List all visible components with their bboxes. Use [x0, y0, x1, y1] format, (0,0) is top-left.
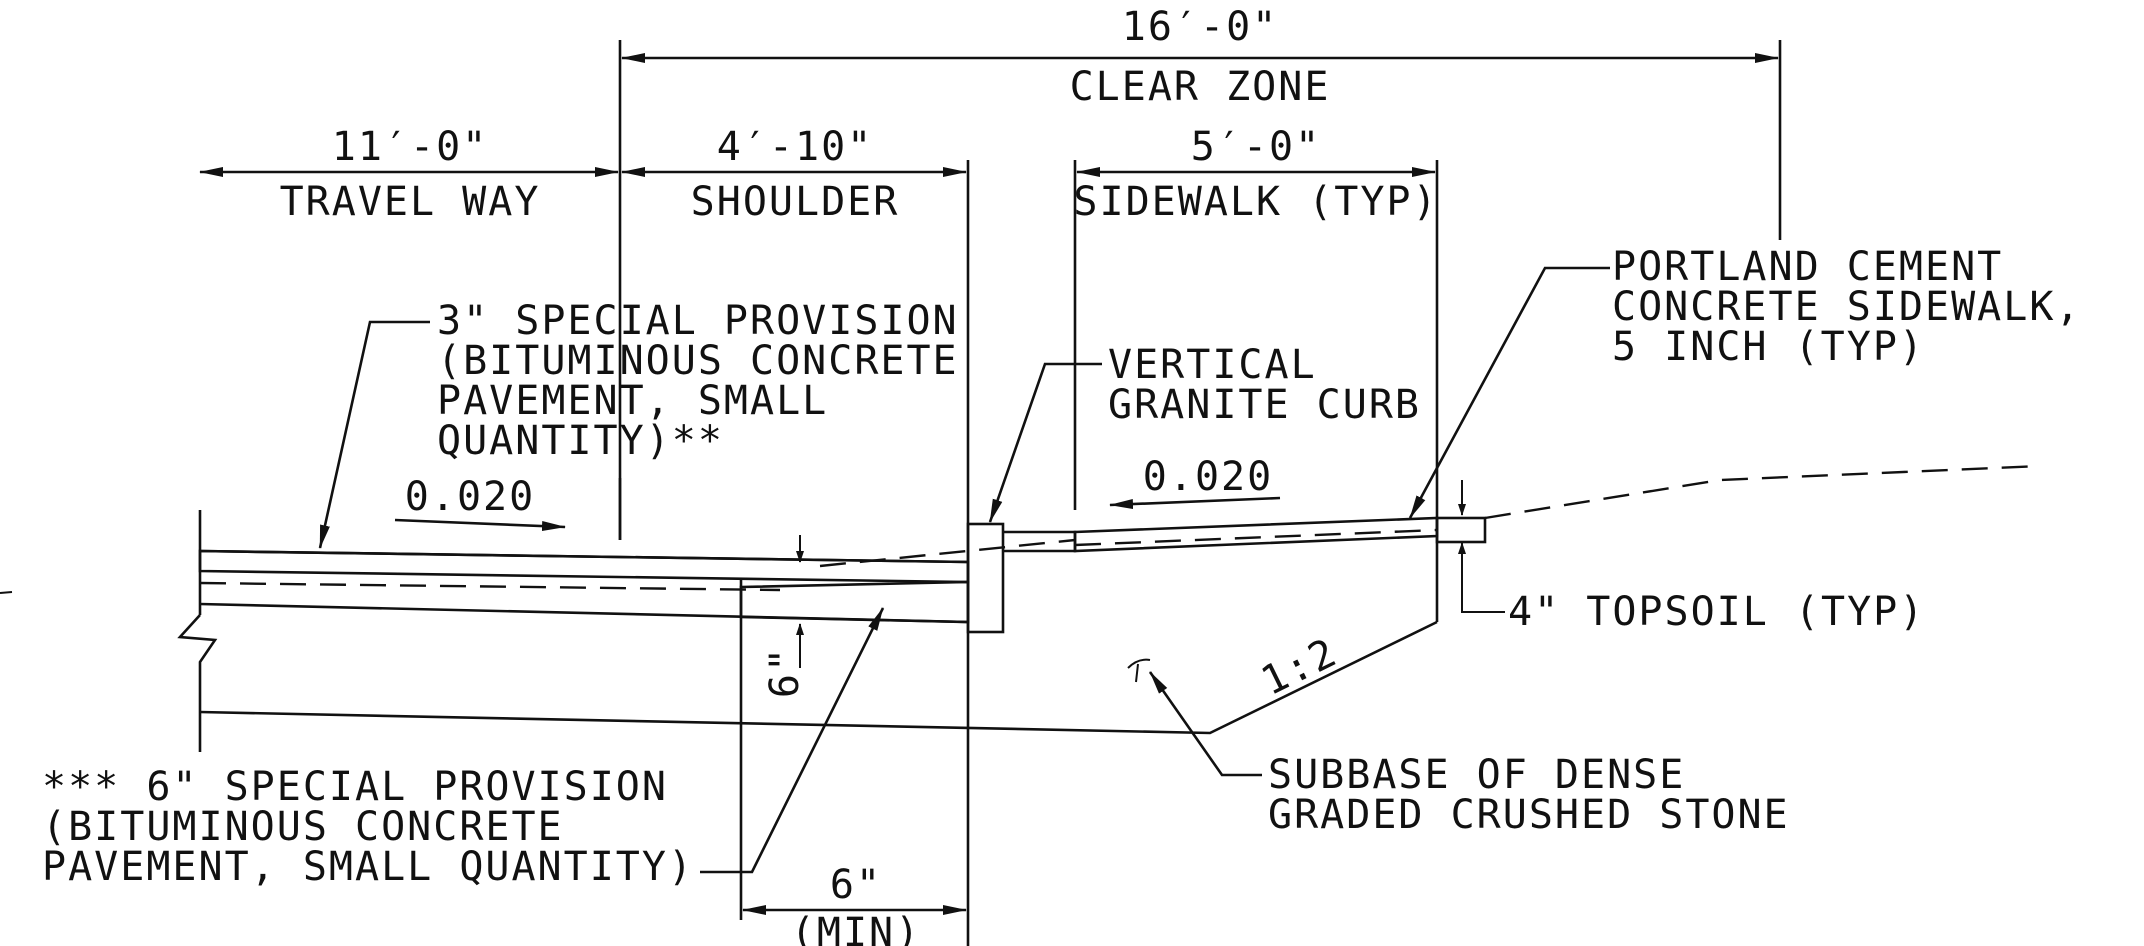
- pavement-slope-value: 0.020: [405, 474, 535, 520]
- curb-line-1: VERTICAL: [1108, 342, 1317, 388]
- pavement-section: [0, 510, 1438, 752]
- subbase-line-2: GRADED CRUSHED STONE: [1268, 792, 1790, 838]
- dimension-clear-zone: 16′-0" CLEAR ZONE: [618, 4, 1782, 540]
- callout-3in-pavement: 3" SPECIAL PROVISION (BITUMINOUS CONCRET…: [318, 298, 985, 549]
- subbase-slope-value: 1:2: [1254, 629, 1344, 705]
- subbase-slope: 1:2: [1254, 629, 1344, 705]
- sidewalk-slope-value: 0.020: [1143, 454, 1273, 500]
- min-width-value: 6": [830, 862, 882, 908]
- callout-topsoil: 4" TOPSOIL (TYP): [1458, 480, 1925, 635]
- callout-subbase: SUBBASE OF DENSE GRADED CRUSHED STONE: [1127, 658, 1790, 838]
- shoulder-label: SHOULDER: [691, 179, 900, 225]
- dimension-travel-way: 11′-0" TRAVEL WAY: [199, 124, 619, 225]
- callout-sidewalk-concrete: PORTLAND CEMENT CONCRETE SIDEWALK, 5 INC…: [1408, 244, 2108, 519]
- dimension-sidewalk: 5′-0" SIDEWALK (TYP): [1073, 124, 1439, 622]
- shoulder-value: 4′-10": [717, 124, 874, 170]
- pavement-3in-line-1: 3" SPECIAL PROVISION: [437, 298, 959, 344]
- dimension-min-width: 6" (MIN): [739, 580, 967, 946]
- curb-line-2: GRANITE CURB: [1108, 382, 1421, 428]
- sidewalk-label: SIDEWALK (TYP): [1073, 179, 1438, 225]
- topsoil-label: 4" TOPSOIL (TYP): [1508, 589, 1925, 635]
- concrete-sidewalk: [819, 464, 2041, 568]
- granite-curb: [966, 522, 1077, 634]
- svg-text:VERTICAL GRANITE CURB: VERTICAL GRANITE CURB: [1108, 342, 1421, 428]
- svg-text:3" SPECIAL PROVISION (BI: 3" SPECIAL PROVISION (BITUMINOUS CONCRET…: [437, 298, 985, 464]
- pavement-3in-line-4: QUANTITY)**: [437, 418, 724, 464]
- sidewalk-concrete-line-3: 5 INCH (TYP): [1612, 324, 1925, 370]
- svg-text:*** 6" SPECIAL PROVISION: *** 6" SPECIAL PROVISION (BITUMINOUS CON…: [42, 764, 694, 890]
- callout-6in-pavement: *** 6" SPECIAL PROVISION (BITUMINOUS CON…: [42, 607, 885, 890]
- pavement-6in-line-3: PAVEMENT, SMALL QUANTITY): [42, 844, 694, 890]
- svg-text:PORTLAND CEMENT CONCRETE: PORTLAND CEMENT CONCRETE SIDEWALK, 5 INC…: [1612, 244, 2108, 370]
- min-width-label: (MIN): [791, 910, 921, 946]
- sidewalk-value: 5′-0": [1191, 124, 1321, 170]
- depth-value: 6": [762, 646, 808, 698]
- clear-zone-value: 16′-0": [1122, 4, 1279, 50]
- depth-indicator: 6": [762, 535, 808, 698]
- subbase-line-1: SUBBASE OF DENSE: [1268, 752, 1685, 798]
- travel-way-label: TRAVEL WAY: [280, 179, 541, 225]
- sidewalk-concrete-line-1: PORTLAND CEMENT: [1612, 244, 2003, 290]
- sidewalk-concrete-line-2: CONCRETE SIDEWALK,: [1612, 284, 2081, 330]
- pavement-6in-line-1: *** 6" SPECIAL PROVISION: [42, 764, 668, 810]
- clear-zone-label: CLEAR ZONE: [1070, 64, 1331, 110]
- pavement-slope: 0.020: [394, 474, 566, 532]
- sidewalk-slope: 0.020: [1109, 454, 1281, 510]
- dimension-shoulder: 4′-10" SHOULDER: [621, 124, 970, 946]
- pavement-3in-line-3: PAVEMENT, SMALL: [437, 378, 828, 424]
- svg-text:SUBBASE OF DENSE GRADED: SUBBASE OF DENSE GRADED CRUSHED STONE: [1268, 752, 1790, 838]
- callout-granite-curb: VERTICAL GRANITE CURB: [988, 342, 1421, 523]
- pavement-6in-line-2: (BITUMINOUS CONCRETE: [42, 804, 564, 850]
- pavement-3in-line-2: (BITUMINOUS CONCRETE: [437, 338, 959, 384]
- travel-way-value: 11′-0": [332, 124, 489, 170]
